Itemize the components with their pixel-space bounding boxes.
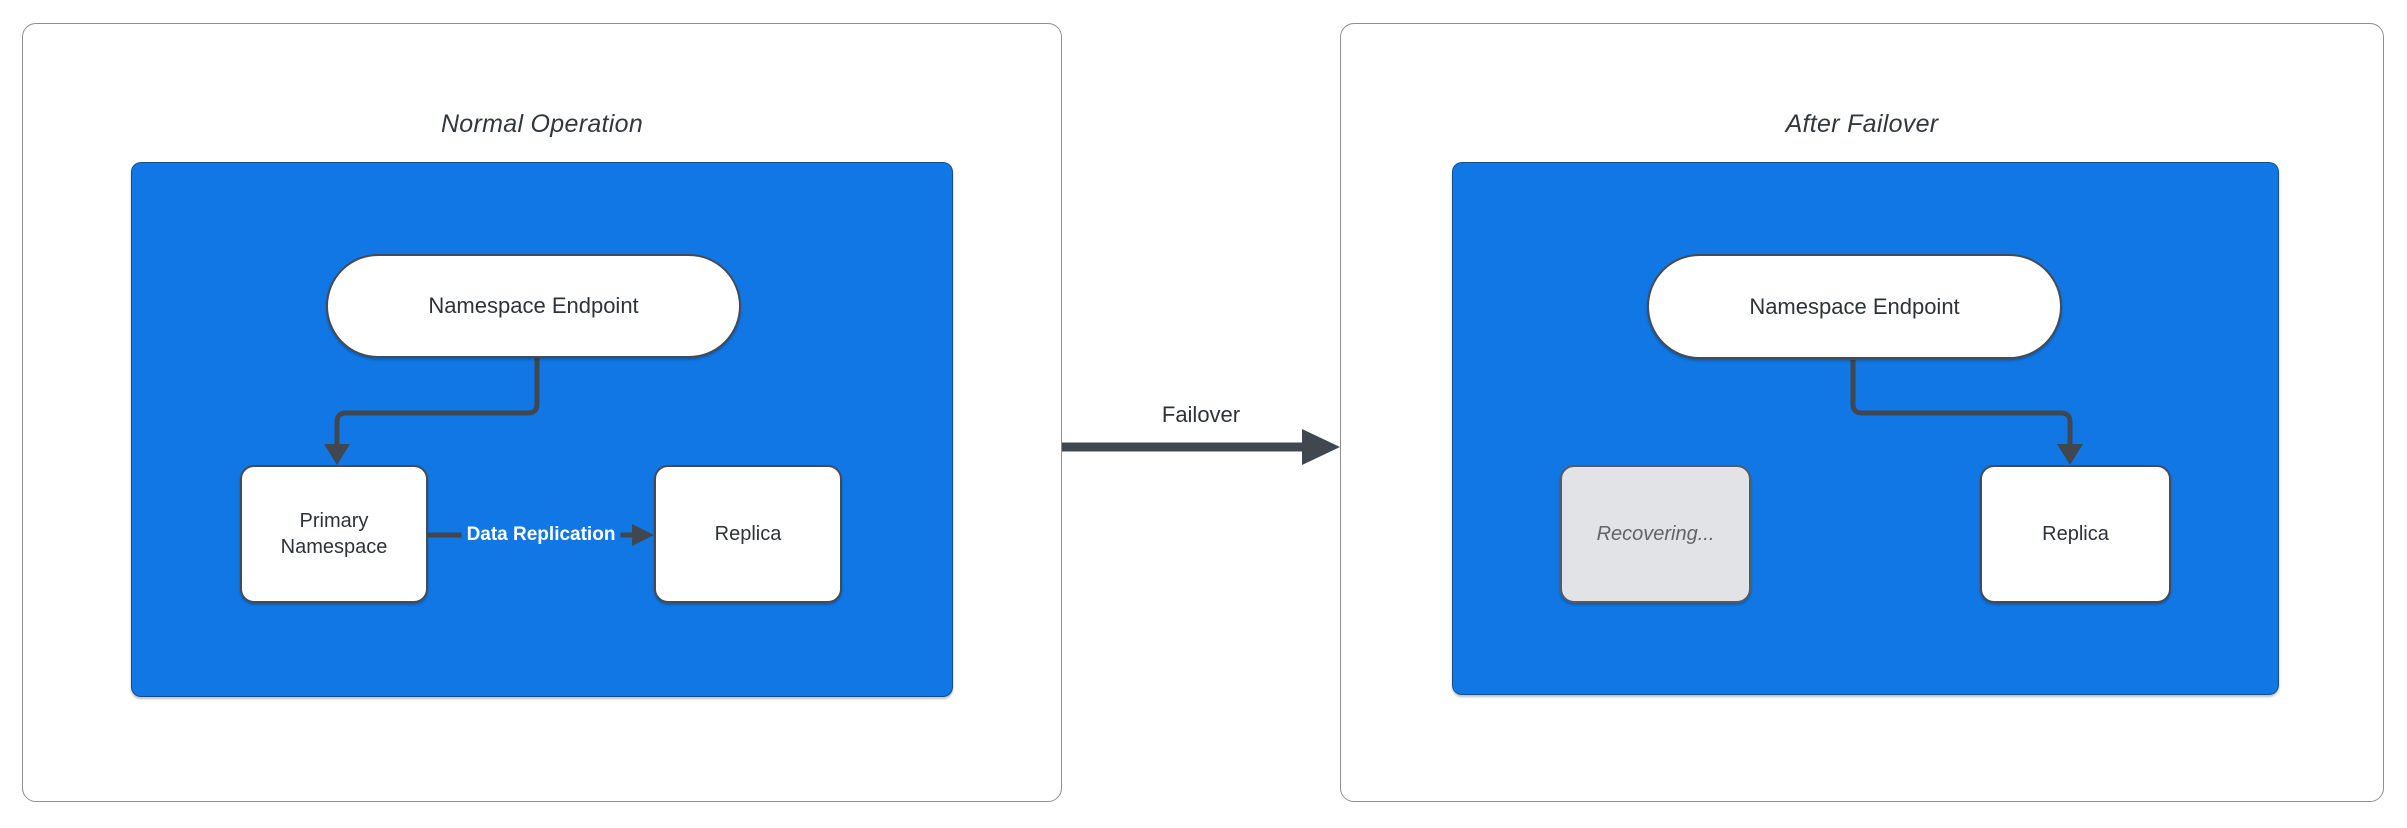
node-label: Replica	[2042, 523, 2109, 545]
node-label: Namespace Endpoint	[428, 293, 639, 318]
panel-title-normal-operation: Normal Operation	[440, 110, 644, 138]
namespace-container-failover	[1452, 162, 2279, 695]
namespace-container-normal	[131, 162, 953, 697]
node-replica-failover: Replica	[1980, 465, 2171, 603]
node-replica-normal: Replica	[654, 465, 842, 603]
node-namespace-endpoint-failover: Namespace Endpoint	[1647, 254, 2062, 359]
edge-label-failover: Failover	[1157, 402, 1245, 428]
node-recovering: Recovering...	[1560, 465, 1751, 603]
node-label: Recovering...	[1596, 523, 1715, 545]
arrowhead-failover-transition	[1302, 429, 1340, 465]
edge-label-data-replication: Data Replication	[461, 523, 621, 547]
node-label: Namespace Endpoint	[1749, 293, 1960, 319]
node-label: Primary Namespace	[280, 510, 388, 558]
node-primary-namespace: Primary Namespace	[240, 465, 428, 603]
panel-title-after-failover: After Failover	[1785, 110, 1939, 138]
node-namespace-endpoint-normal: Namespace Endpoint	[326, 254, 741, 358]
node-label: Replica	[714, 523, 782, 545]
